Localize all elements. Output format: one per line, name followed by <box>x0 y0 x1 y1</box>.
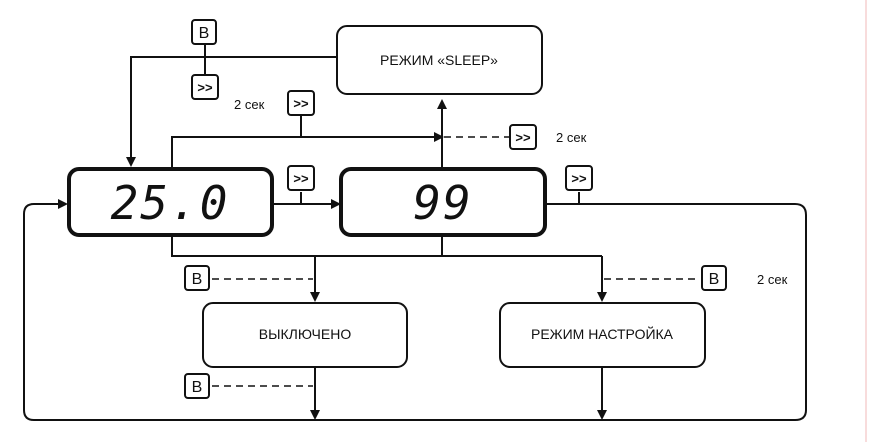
temperature-display-value: 25.0 <box>111 176 230 230</box>
b-key-off-label: B <box>192 271 203 288</box>
temperature-display <box>67 167 274 237</box>
b-key-icon-settings <box>701 265 727 291</box>
next-key-right-label: >> <box>571 171 587 186</box>
next-key-exit-sleep-label: >> <box>515 130 531 145</box>
exit-sleep-hold-time: 2 сек <box>556 130 587 145</box>
bottom-bus <box>171 236 602 257</box>
b-key-icon-top <box>191 19 217 45</box>
settings-state-box <box>499 302 706 368</box>
arrow-temperature-to-center <box>171 132 444 167</box>
value-display <box>339 167 547 237</box>
next-key-icon-exit-sleep <box>509 124 537 150</box>
settings-hold-time: 2 сек <box>757 272 788 287</box>
next-key-top-label: >> <box>197 80 213 95</box>
sleep-state-label: РЕЖИМ «SLEEP» <box>380 52 498 68</box>
settings-state-label: РЕЖИМ НАСТРОЙКА <box>531 325 674 342</box>
off-state-box <box>202 302 408 368</box>
b-key-icon-off <box>184 265 210 291</box>
sleep-state-box <box>336 25 543 95</box>
sleep-hold-time: 2 сек <box>234 97 265 112</box>
next-key-mid-label: >> <box>293 171 309 186</box>
next-key-icon-mid <box>287 165 315 191</box>
next-key-icon-sleep <box>287 90 315 116</box>
b-key-settings-label: B <box>709 271 720 288</box>
arrow-b-to-temperature <box>126 56 205 167</box>
next-key-sleep-label: >> <box>293 96 309 111</box>
arrow-loop-back <box>23 199 807 421</box>
next-key-icon-top <box>191 74 219 100</box>
b-key-bottom-label: B <box>192 379 203 396</box>
b-key-top-label: B <box>199 25 210 42</box>
b-key-icon-bottom <box>184 373 210 399</box>
next-key-icon-right <box>565 165 593 191</box>
value-display-value: 99 <box>413 176 472 230</box>
off-state-label: ВЫКЛЮЧЕНО <box>259 326 352 342</box>
